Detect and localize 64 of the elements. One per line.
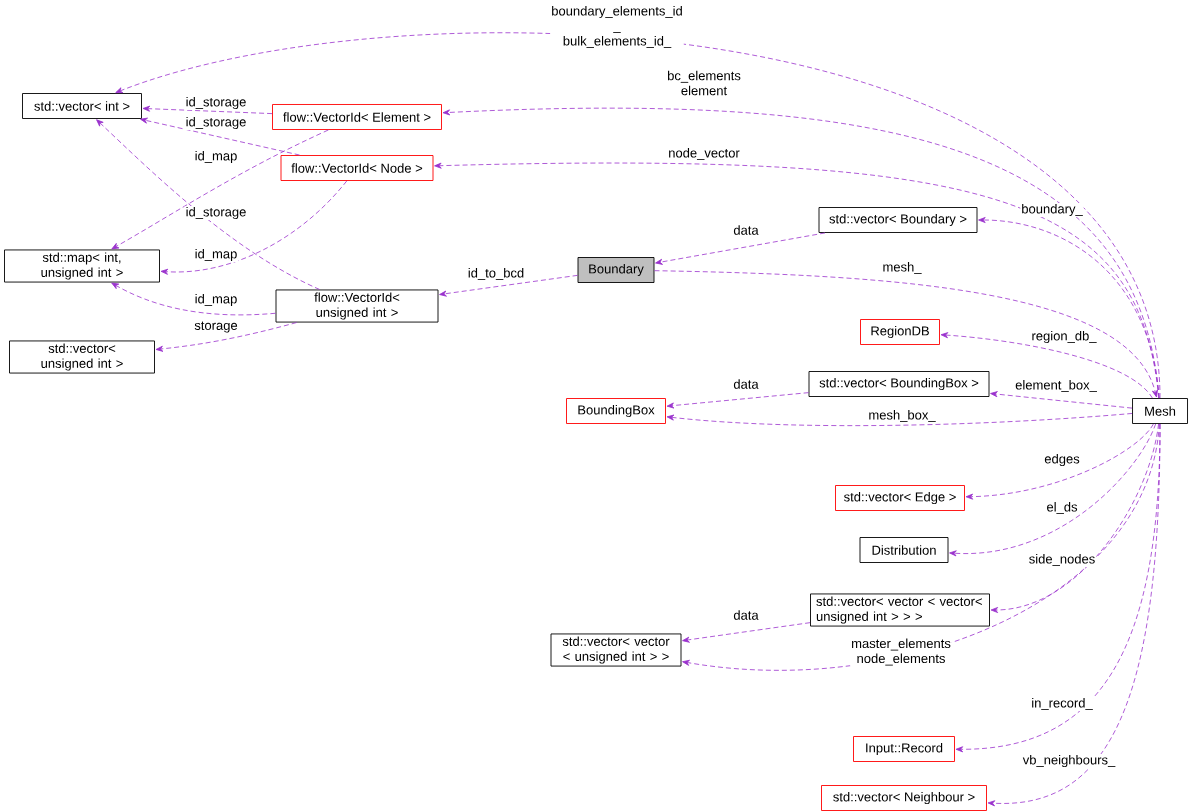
edge-label: node_vector: [667, 147, 741, 161]
class-box: std::vector< BoundingBox >: [808, 371, 990, 397]
edge-label: data: [732, 224, 760, 236]
edge-label: id_map: [193, 292, 239, 308]
dashed-arrow: [654, 270, 1158, 398]
dashed-arrow: [111, 282, 276, 316]
edge-label: mesh_box_: [867, 409, 937, 423]
edge-label: master_elements node_elements: [850, 637, 952, 667]
class-box: BoundingBox: [566, 398, 666, 424]
class-box: Boundary: [577, 257, 655, 283]
edge-label: id_storage: [184, 115, 248, 131]
dashed-arrow: [987, 423, 1161, 807]
edge-label: storage: [193, 320, 239, 334]
dashed-arrow: [940, 332, 1153, 399]
dashed-arrow: [965, 423, 1154, 500]
edge-label: data: [732, 609, 760, 621]
dashed-arrow: [949, 423, 1157, 557]
class-box: std::vector< unsigned int >: [9, 340, 155, 374]
class-box: RegionDB: [860, 319, 940, 345]
edge-label: element_box_: [1014, 379, 1098, 393]
class-box: std::map< int, unsigned int >: [4, 249, 160, 283]
class-box: std::vector< int >: [22, 93, 142, 119]
dashed-arrow: [140, 117, 300, 156]
class-box: Input::Record: [853, 736, 955, 762]
dashed-arrow: [155, 322, 298, 352]
class-box: flow::VectorId< Node >: [280, 155, 434, 181]
edge-label: id_storage: [184, 205, 248, 221]
class-box: flow::VectorId< Element >: [272, 104, 442, 130]
dashed-arrow: [111, 129, 329, 250]
class-box: std::vector< Edge >: [835, 485, 965, 511]
edge-label: in_record_: [1030, 697, 1094, 711]
class-box: Mesh: [1132, 398, 1188, 424]
edge-label: data: [732, 378, 760, 390]
edge-label: id_storage: [184, 95, 248, 111]
edge-label: id_map: [193, 149, 239, 165]
class-box: Distribution: [859, 537, 949, 563]
dashed-arrow: [666, 413, 1133, 427]
edge-label: boundary_: [1020, 202, 1084, 218]
edge-label: edges: [1043, 452, 1081, 468]
dashed-arrow: [682, 622, 811, 643]
dashed-arrow: [115, 32, 1161, 399]
edge-label: id_to_bcd: [466, 267, 526, 281]
dashed-arrow: [990, 423, 1159, 613]
edge-label: region_db_: [1030, 329, 1098, 345]
dashed-arrow: [142, 105, 273, 114]
dashed-arrow: [439, 274, 578, 297]
edge-label: el_ds: [1045, 501, 1079, 515]
class-box: std::vector< Neighbour >: [821, 785, 987, 811]
class-box: flow::VectorId< unsigned int >: [275, 289, 439, 323]
dashed-arrow: [978, 217, 1160, 399]
edge-label: vb_neighbours_: [1021, 753, 1117, 769]
class-box: std::vector< Boundary >: [818, 207, 978, 233]
edge-label: id_map: [193, 247, 239, 263]
dashed-arrow: [96, 119, 320, 290]
class-box: std::vector< vector < vector< unsigned int > > >: [810, 593, 990, 627]
dashed-arrow: [160, 180, 348, 275]
edge-label: mesh_: [881, 261, 923, 275]
edge-label: bc_elements element: [666, 69, 742, 97]
class-box: std::vector< vector < unsigned int > >: [550, 633, 682, 667]
dashed-arrow: [990, 391, 1133, 409]
dashed-arrow: [666, 392, 809, 409]
edge-label: side_nodes: [1027, 553, 1097, 567]
edge-label: boundary_elements_id _ bulk_elements_id_: [550, 5, 684, 49]
dashed-arrow: [655, 232, 826, 265]
